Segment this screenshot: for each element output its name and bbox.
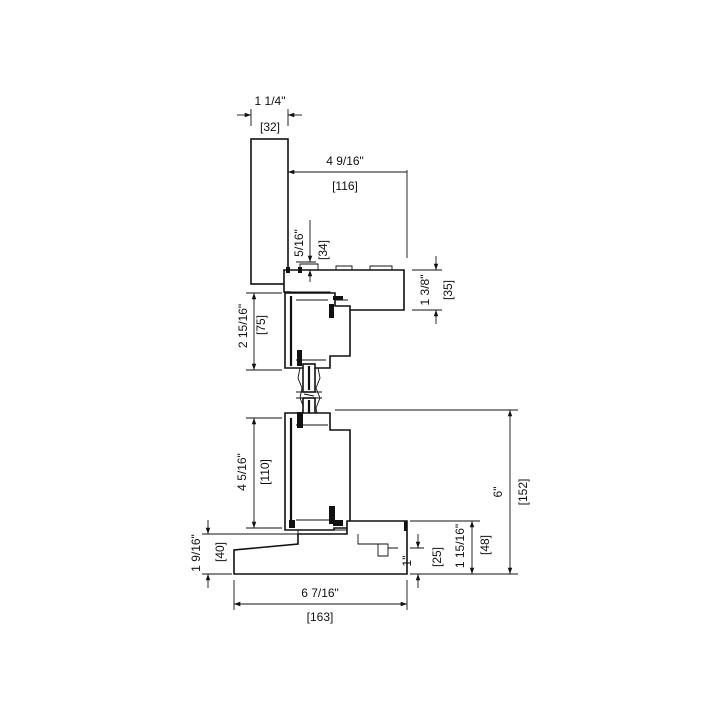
label-sill-nose-mm: [40] [213, 542, 227, 562]
dim-sill-nose: 1 9/16" [40] [189, 520, 298, 588]
label-top-width-in: 1 1/4" [255, 94, 286, 108]
label-lower-rail-mm: [110] [258, 459, 272, 485]
label-sill-height-in: 1 15/16" [453, 524, 467, 568]
dim-head-depth: 4 9/16" [116] [288, 154, 408, 258]
label-sill-step-mm: [25] [430, 547, 444, 567]
label-sill-height-mm: [48] [478, 535, 492, 555]
label-sill-step-in: 1" [400, 556, 414, 567]
label-sill-nose-in: 1 9/16" [189, 534, 203, 572]
label-head-offset-in: 5/16" [292, 229, 306, 257]
dim-head-height: 1 3/8" [35] [412, 256, 455, 324]
label-upper-rail-in: 2 15/16" [236, 304, 250, 348]
label-total-height-in: 6" [491, 487, 505, 498]
label-head-height-in: 1 3/8" [418, 275, 432, 306]
upper-sash-rail [284, 292, 351, 369]
label-head-depth-mm: [116] [332, 179, 358, 193]
dim-top-width: 1 1/4" [32] [237, 94, 302, 134]
jamb-trim [250, 138, 289, 285]
label-head-height-mm: [35] [441, 280, 455, 300]
label-head-depth-in: 4 9/16" [326, 154, 364, 168]
dim-lower-rail: 4 5/16" [110] [235, 417, 282, 529]
label-head-offset-mm: [34] [316, 240, 330, 260]
label-top-width-mm: [32] [260, 120, 280, 134]
dim-total-height: 6" [152] [335, 409, 530, 575]
sill-frame [233, 520, 408, 575]
dim-head-offset: 5/16" [34] [292, 220, 330, 282]
label-sill-width-in: 6 7/16" [301, 586, 339, 600]
dim-sill-width: 6 7/16" [163] [233, 580, 408, 624]
label-lower-rail-in: 4 5/16" [235, 453, 249, 491]
lower-sash-rail [284, 412, 351, 531]
label-total-height-mm: [152] [516, 479, 530, 506]
dim-sill-height: 1 15/16" [48] [410, 520, 492, 574]
dim-upper-rail: 2 15/16" [75] [236, 292, 282, 371]
label-sill-width-mm: [163] [307, 610, 334, 624]
label-upper-rail-mm: [75] [254, 315, 268, 335]
